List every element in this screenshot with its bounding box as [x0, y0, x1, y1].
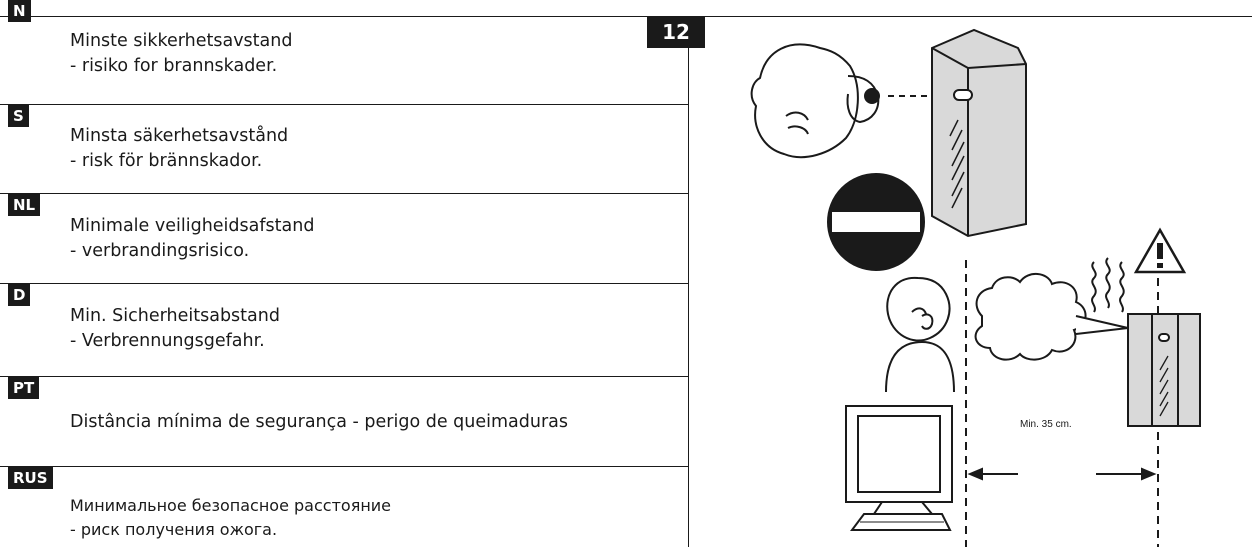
section-title: Minimale veiligheidsafstand [70, 216, 315, 236]
section-subtitle: - Verbrennungsgefahr. [70, 331, 265, 351]
heat-waves-icon [1091, 257, 1125, 313]
section-text: Min. Sicherheitsabstand - Verbrennungsge… [70, 304, 280, 354]
section-text: Minste sikkerhetsavstand - risiko for br… [70, 29, 292, 79]
section-d: D Min. Sicherheitsabstand - Verbrennungs… [0, 284, 688, 377]
section-subtitle: - risk för brännskador. [70, 151, 263, 171]
no-entry-icon [827, 173, 925, 271]
section-subtitle: - verbrandingsrisico. [70, 241, 250, 261]
language-code-badge: N [8, 0, 31, 22]
person-icon [885, 276, 955, 393]
section-n: N Minste sikkerhetsavstand - risiko for … [0, 0, 688, 105]
column-divider [688, 16, 689, 547]
section-pt: PT Distância mínima de segurança - perig… [0, 377, 688, 467]
language-code-badge: RUS [8, 467, 53, 489]
section-title: Minsta säkerhetsavstånd [70, 126, 289, 146]
section-subtitle: - риск получения ожога. [70, 520, 278, 539]
section-title: Distância mínima de segurança - perigo d… [70, 412, 568, 432]
language-code-badge: S [8, 105, 29, 127]
section-title: Min. Sicherheitsabstand [70, 306, 280, 326]
section-nl: NL Minimale veiligheidsafstand - verbran… [0, 194, 688, 284]
top-rule [0, 16, 1252, 17]
language-list: N Minste sikkerhetsavstand - risiko for … [0, 0, 688, 547]
language-code-badge: PT [8, 377, 40, 399]
distance-label: Min. 35 cm. [1020, 419, 1072, 430]
warning-icon [1133, 227, 1187, 274]
computer-icon [845, 405, 953, 531]
section-title: Minste sikkerhetsavstand [70, 31, 293, 51]
face-icon [750, 43, 880, 159]
section-text: Minsta säkerhetsavstånd - risk för bränn… [70, 124, 288, 174]
thought-cloud [974, 273, 1087, 361]
section-text: Minimale veiligheidsafstand - verbrandin… [70, 214, 314, 264]
section-rus: RUS Минимальное безопасное расстояние - … [0, 467, 688, 547]
section-subtitle: - risiko for brannskader. [70, 56, 278, 76]
language-code-badge: NL [8, 194, 41, 216]
language-code-badge: D [8, 284, 31, 306]
section-title: Минимальное безопасное расстояние [70, 496, 392, 515]
section-text: Distância mínima de segurança - perigo d… [70, 410, 568, 435]
safety-illustration: Min. 35 cm. [750, 28, 1201, 547]
heater-icon [931, 28, 1027, 238]
small-heater-icon [1127, 313, 1201, 427]
page-number: 12 [647, 16, 705, 48]
section-s: S Minsta säkerhetsavstånd - risk för brä… [0, 105, 688, 194]
section-text: Минимальное безопасное расстояние - риск… [70, 494, 391, 542]
